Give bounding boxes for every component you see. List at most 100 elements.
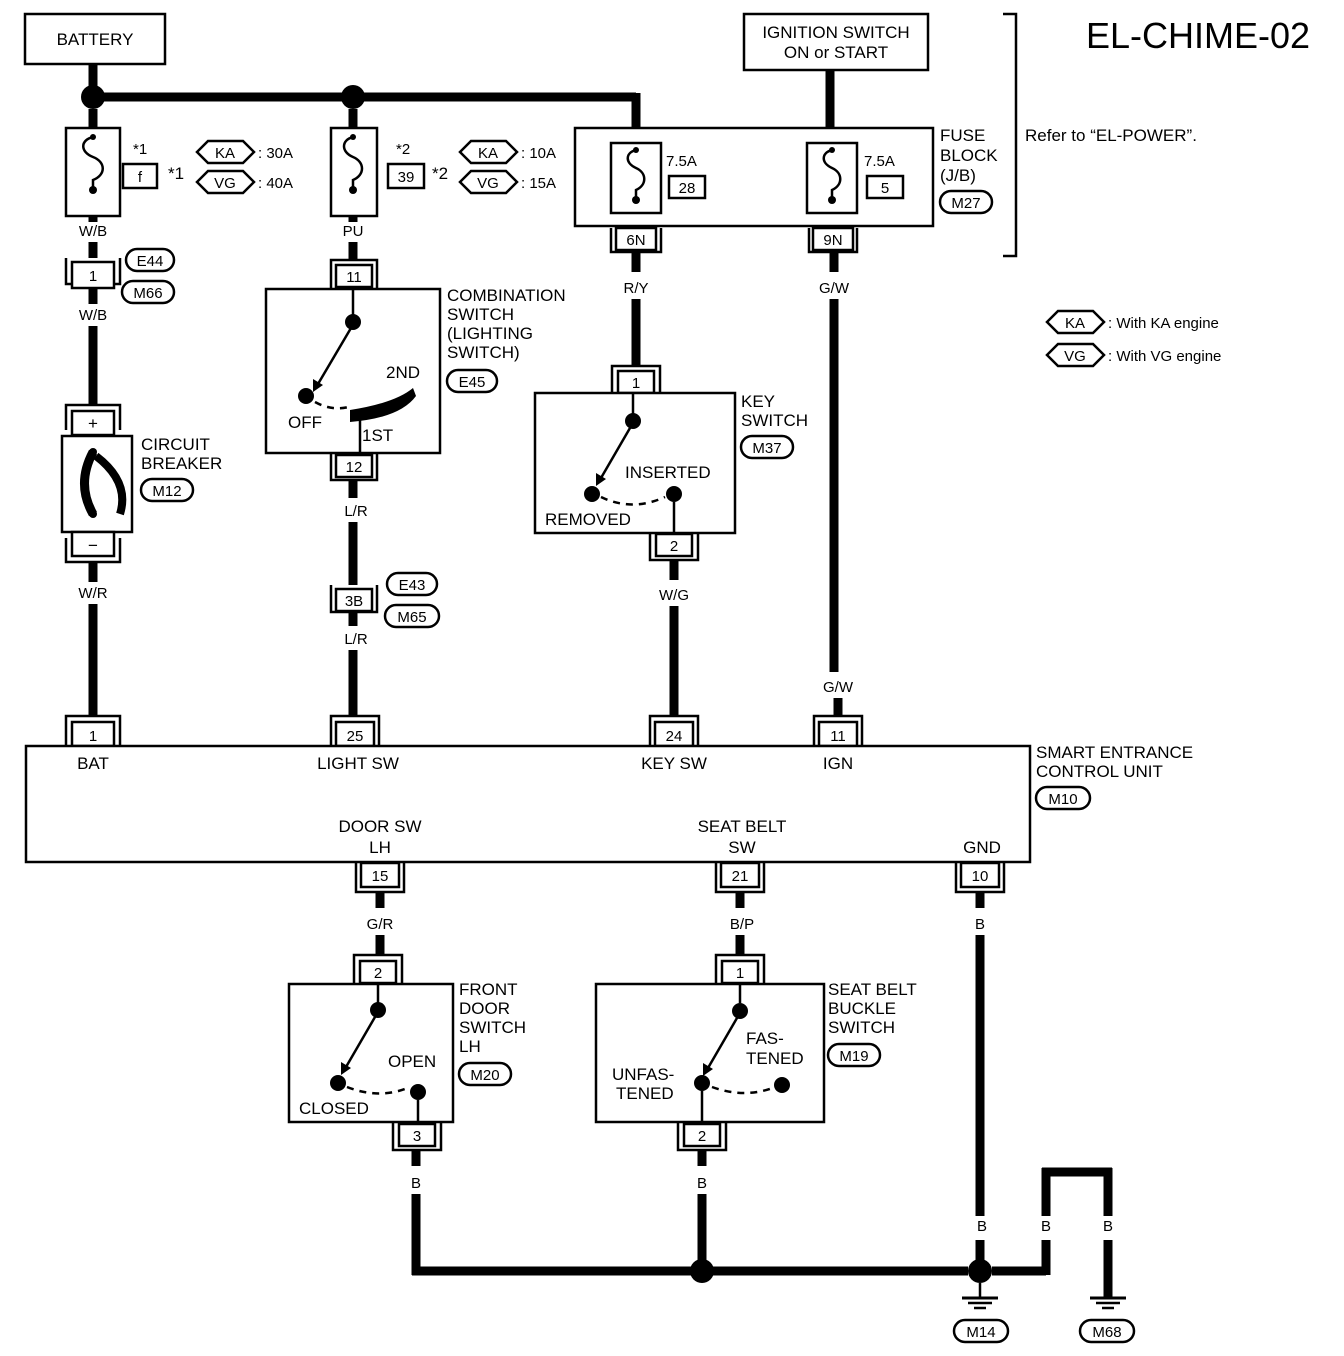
legend-ka-text: : With KA engine: [1108, 315, 1219, 332]
connector-pin: [334, 720, 376, 748]
connector-pin: [959, 861, 1001, 889]
wire-color-label: L/R: [344, 503, 368, 520]
svg-text:1: 1: [89, 728, 97, 745]
legend-ka-tag: [1045, 309, 1106, 335]
seat-belt-buckle-switch: [594, 982, 826, 1124]
vg-tag-label: VG: [477, 175, 499, 192]
svg-text:2ND: 2ND: [386, 363, 420, 382]
battery-box: [23, 12, 167, 66]
fuse-39-number: 39: [398, 169, 415, 186]
breaker-label-line1: CIRCUIT: [141, 435, 210, 454]
wire-color-label: L/R: [344, 631, 368, 648]
connector-pin: [817, 720, 859, 748]
svg-text:LH: LH: [369, 838, 391, 857]
junction-dot: [81, 85, 105, 109]
fuse-39-ka-rating: : 10A: [521, 145, 556, 162]
connector-pin: [334, 453, 374, 479]
fuse-28-rating: 7.5A: [666, 153, 697, 170]
svg-text:11: 11: [346, 269, 362, 286]
svg-text:REMOVED: REMOVED: [545, 510, 631, 529]
seat-belt-switch-label-line1: SEAT BELT: [828, 980, 917, 999]
connector-e44: E44: [137, 253, 164, 270]
svg-text:−: −: [88, 536, 98, 555]
legend-vg-text: : With VG engine: [1108, 348, 1221, 365]
svg-text:21: 21: [732, 868, 749, 885]
wire-color-label: G/W: [823, 679, 854, 696]
terminal-9n-label: 9N: [823, 232, 842, 249]
control-unit-label-line2: CONTROL UNIT: [1036, 762, 1163, 781]
door-switch-label-line2: DOOR: [459, 999, 510, 1018]
wire-color-label: B: [977, 1218, 987, 1235]
junction-dot: [690, 1259, 714, 1283]
seat-belt-switch-label-line2: BUCKLE: [828, 999, 896, 1018]
svg-text:IGN: IGN: [823, 754, 853, 773]
svg-text:BAT: BAT: [77, 754, 109, 773]
svg-text:OFF: OFF: [288, 413, 322, 432]
door-switch-label-line4: LH: [459, 1037, 481, 1056]
combination-switch-label-line1: COMBINATION: [447, 286, 566, 305]
ignition-label-line2: ON or START: [784, 43, 888, 62]
fuse-39-vg-rating: : 15A: [521, 175, 556, 192]
svg-text:2: 2: [670, 538, 678, 555]
svg-text:24: 24: [666, 728, 683, 745]
connector-tag: [383, 603, 441, 629]
terminal-6n-label: 6N: [626, 232, 645, 249]
ground-tag: [1078, 1318, 1136, 1344]
svg-text:1: 1: [89, 268, 97, 285]
svg-text:11: 11: [830, 728, 846, 745]
svg-text:CLOSED: CLOSED: [299, 1099, 369, 1118]
connector-pin: [682, 1122, 722, 1148]
fuse-5-number-box: [865, 174, 905, 200]
fuse-f-ka-rating: : 30A: [258, 145, 293, 162]
connector-pin: [719, 861, 761, 889]
wire-color-label: PU: [343, 223, 364, 240]
connector-pin: [70, 260, 116, 290]
svg-text:1ST: 1ST: [362, 426, 393, 445]
wire-color-label: B: [1103, 1218, 1113, 1235]
vg-tag: [195, 169, 256, 195]
combination-switch-connector: E45: [459, 374, 486, 391]
wire-color-label: B: [411, 1175, 421, 1192]
wire-color-label: W/B: [79, 307, 107, 324]
battery-label: BATTERY: [57, 30, 134, 49]
wire-color-label: B: [697, 1175, 707, 1192]
svg-text:UNFAS-: UNFAS-: [612, 1065, 674, 1084]
fuse-5-rating: 7.5A: [864, 153, 895, 170]
junction-dot: [341, 85, 365, 109]
connector-tag: [139, 477, 195, 503]
terminal-6n: [614, 226, 658, 252]
switch-contact-arc: [350, 388, 416, 422]
ka-tag-label: KA: [478, 145, 498, 162]
svg-text:KEY SW: KEY SW: [641, 754, 707, 773]
connector-tag: [124, 247, 176, 273]
connector-pin: [334, 263, 374, 289]
svg-text:TENED: TENED: [616, 1084, 674, 1103]
page-title: EL-CHIME-02: [1086, 15, 1310, 56]
fuse-f-star: *1: [168, 164, 184, 183]
legend-vg-tag-label: VG: [1064, 348, 1086, 365]
fuse-f-number-box: [121, 162, 159, 190]
wire-color-label: B: [975, 916, 985, 933]
connector-pin: [397, 1122, 437, 1148]
connector-tag: [385, 571, 439, 597]
wire-color-label: W/R: [78, 585, 107, 602]
svg-text:OPEN: OPEN: [388, 1052, 436, 1071]
junction-dot: [968, 1259, 992, 1283]
svg-text:12: 12: [346, 459, 363, 476]
svg-text:3B: 3B: [345, 593, 363, 610]
connector-tag: [938, 189, 994, 215]
fuse-block-connector: M27: [951, 195, 980, 212]
svg-text:10: 10: [972, 868, 989, 885]
fuse-block-label-line3: (J/B): [940, 166, 976, 185]
fuse-5-number: 5: [881, 180, 889, 197]
svg-text:LIGHT SW: LIGHT SW: [317, 754, 399, 773]
wire-color-label: R/Y: [623, 280, 648, 297]
combination-switch-label-line4: SWITCH): [447, 343, 520, 362]
connector-m66: M66: [133, 285, 162, 302]
breaker-label-line2: BREAKER: [141, 454, 222, 473]
connector-pin: [70, 720, 116, 748]
legend-ka-tag-label: KA: [1065, 315, 1085, 332]
ground-m68: M68: [1092, 1324, 1121, 1341]
